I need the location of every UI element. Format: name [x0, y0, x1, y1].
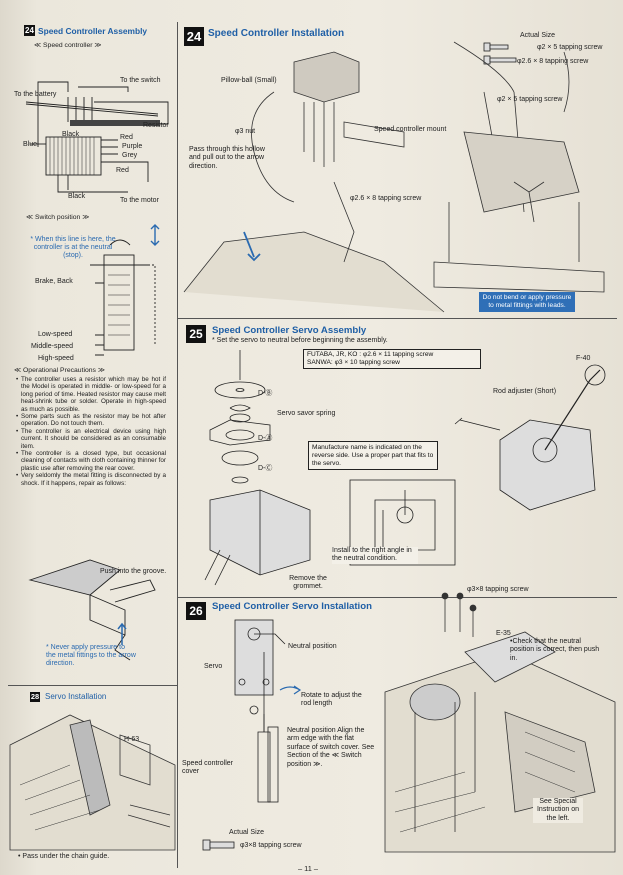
- part-label-e35: E-35: [496, 630, 511, 637]
- wire-label-motor: To the motor: [120, 197, 159, 204]
- screw-spec-sanwa: SANWA: φ3 × 10 tapping screw: [307, 358, 400, 366]
- page-number: – 11 –: [298, 864, 318, 873]
- chain-guide-note: • Pass under the chain guide.: [18, 853, 110, 860]
- see-special-note: See Special Instruction on the left.: [533, 798, 583, 824]
- label-speed-cover: Speed controller cover: [182, 760, 233, 776]
- screw-callout: φ2.6 × 8 tapping screw: [350, 195, 422, 202]
- label-neutral-position: Neutral position: [288, 643, 337, 650]
- servo-installation-illustration: [9, 714, 176, 851]
- position-label-middle: Middle-speed: [31, 343, 74, 350]
- wire-label-grey: Grey: [122, 152, 138, 159]
- part-label-db: D-Ⓑ: [258, 390, 273, 397]
- precaution-item: The controller is an electrical device u…: [16, 428, 166, 450]
- pass-through-note: Pass through this hollow and pull out to…: [189, 146, 265, 170]
- section-number: 28: [30, 692, 40, 702]
- part-label-mount: Speed controller mount: [374, 126, 447, 133]
- section-number: 24: [24, 25, 35, 36]
- position-label-low: Low-speed: [38, 331, 73, 338]
- part-label-da: D-Ⓐ: [258, 435, 273, 442]
- screw-spec-box: FUTABA, JR, KO : φ2.6 × 11 tapping screw…: [303, 349, 481, 369]
- wire-label-red: Red: [120, 134, 133, 141]
- subsection-title: ≪ Speed controller ≫: [34, 42, 102, 49]
- check-neutral-note: •Check that the neutral position is corr…: [510, 638, 600, 662]
- precaution-item: Very seldomly the metal fitting is disco…: [16, 472, 166, 487]
- servo-assembly-illustration: [204, 350, 606, 586]
- section-title: Speed Controller Assembly: [38, 26, 148, 36]
- wire-label-resistor: Resistor: [143, 122, 169, 129]
- screw-icon: [202, 839, 235, 851]
- install-right-note: Install to the right angle in the neutra…: [332, 547, 418, 564]
- never-apply-note: * Never apply pressure to the metal fitt…: [46, 644, 136, 667]
- section-title: Speed Controller Installation: [208, 28, 345, 39]
- part-label-dc: D-Ⓒ: [258, 465, 273, 472]
- screw-icon: [483, 42, 517, 65]
- metal-fitting-repair-illustration: [28, 559, 156, 661]
- screw-spec: φ3×8 tapping screw: [240, 842, 302, 849]
- wire-label-black: Black: [68, 193, 86, 200]
- position-label-brake: Brake, Back: [35, 278, 73, 285]
- section-number: 26: [186, 602, 206, 620]
- caution-box: Do not bend or apply pressure to metal f…: [479, 292, 575, 312]
- neutral-instruction: Neutral position Align the arm edge with…: [287, 727, 375, 768]
- position-label-high: High-speed: [38, 355, 74, 362]
- part-label-nut: φ3 nut: [235, 128, 256, 135]
- section-divider: [177, 597, 617, 598]
- screw-callout: φ2 × 5 tapping screw: [497, 96, 563, 103]
- neutral-note: * When this line is here, the controller…: [30, 236, 116, 259]
- part-label-pillow-ball: Pillow-ball (Small): [221, 77, 277, 84]
- part-label-h63: H-63: [124, 736, 140, 743]
- precaution-item: The controller uses a resistor which may…: [16, 376, 166, 413]
- actual-size-label: Actual Size: [520, 32, 556, 39]
- section-number: 24: [184, 27, 204, 46]
- section-title: Speed Controller Servo Assembly: [212, 325, 367, 336]
- push-groove-label: Push into the groove.: [100, 568, 167, 575]
- part-label-rod-adjuster: Rod adjuster (Short): [493, 388, 557, 395]
- column-divider: [177, 22, 178, 868]
- screw-spec: φ2.6 × 8 tapping screw: [517, 58, 589, 65]
- label-servo: Servo: [204, 663, 223, 670]
- subsection-title: ≪ Operational Precautions ≫: [14, 367, 105, 374]
- screw-callout: φ3×8 tapping screw: [467, 586, 529, 593]
- section-divider: [177, 318, 617, 319]
- part-label-saver-spring: Servo savor spring: [277, 410, 336, 417]
- section-number: 25: [186, 325, 206, 343]
- rotate-note: Rotate to adjust the rod length: [301, 692, 362, 708]
- section-divider: [8, 685, 177, 686]
- wire-label-red: Red: [116, 167, 129, 174]
- precaution-item: Some parts such as the resistor may be h…: [16, 413, 166, 428]
- remove-grommet-note: Remove the grommet.: [289, 575, 327, 591]
- section-note: * Set the servo to neutral before beginn…: [212, 337, 388, 344]
- screw-spec-futaba: FUTABA, JR, KO : φ2.6 × 11 tapping screw: [307, 351, 434, 358]
- part-label-f40: F-40: [576, 355, 591, 362]
- section-title: Servo Installation: [45, 692, 107, 701]
- wire-label-black: Black: [62, 131, 80, 138]
- switch-position-diagram: [90, 224, 160, 356]
- subsection-title: ≪ Switch position ≫: [26, 214, 90, 221]
- wire-label-purple: Purple: [122, 143, 143, 150]
- controller-installation-illustration: [183, 41, 605, 313]
- wire-label-battery: To the battery: [14, 91, 57, 98]
- screw-spec: φ2 × 5 tapping screw: [537, 44, 603, 51]
- precaution-item: The controller is a closed type, but occ…: [16, 450, 166, 472]
- section-title: Speed Controller Servo Installation: [212, 601, 372, 612]
- actual-size-label: Actual Size: [229, 829, 265, 836]
- wire-label-blue: Blue: [23, 141, 38, 148]
- controller-wiring-diagram: [25, 81, 169, 193]
- manufacture-note: Manufacture name is indicated on the rev…: [308, 441, 438, 471]
- wire-label-switch: To the switch: [120, 77, 161, 84]
- servo-rod-diagram: [234, 619, 302, 803]
- precautions-list: The controller uses a resistor which may…: [16, 376, 166, 487]
